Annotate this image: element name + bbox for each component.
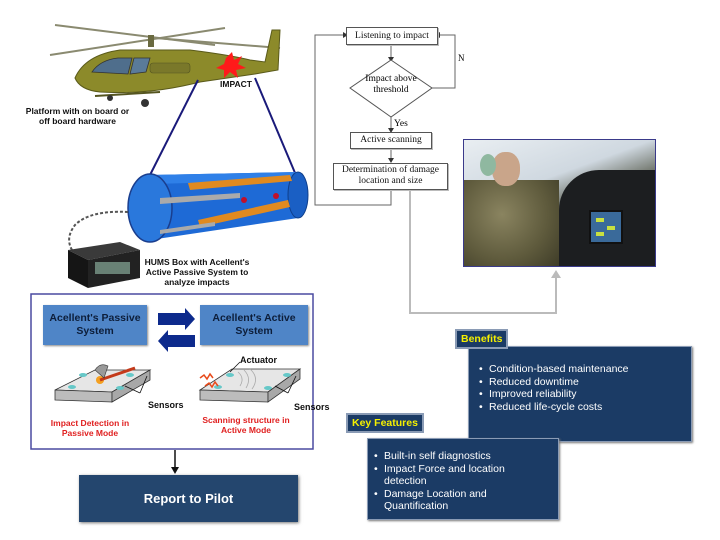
benefit-item: Reduced downtime [479,376,691,389]
key-feature-item: Built-in self diagnostics [374,450,544,463]
benefits-list: Condition-based maintenance Reduced down… [479,363,691,413]
report-to-pilot-box: Report to Pilot [79,475,298,522]
passive-mode-caption: Impact Detection in Passive Mode [50,418,130,439]
pilot-cockpit-photo [463,139,656,267]
flow-decision-text: Impact above threshold [365,74,417,95]
actuator-label: Actuator [240,355,278,365]
key-feature-item: Impact Force and location detection [374,463,544,488]
pilot-head [492,152,520,186]
cockpit-display [589,210,623,244]
active-system-box: Acellent's Active System [200,305,308,345]
active-plate-illustration [198,361,302,403]
pilot-body [464,180,559,266]
key-features-panel: Built-in self diagnostics Impact Force a… [367,438,559,520]
active-mode-caption: Scanning structure in Active Mode [202,415,290,436]
structure-cylinder-illustration [127,171,309,243]
benefit-item: Improved reliability [479,388,691,401]
flow-yes-label: Yes [394,119,408,129]
passive-plate-illustration [54,364,152,403]
impact-label: IMPACT [220,79,252,89]
benefits-panel: Condition-based maintenance Reduced down… [468,346,692,442]
hums-box-illustration [68,242,140,288]
key-feature-item: Damage Location and Quantification [374,488,544,513]
key-features-title-tag: Key Features [346,413,424,433]
hums-label: HUMS Box with Acellent's Active Passive … [144,257,250,287]
platform-label: Platform with on board or off board hard… [25,106,130,126]
helicopter-illustration [49,24,281,107]
benefit-item: Condition-based maintenance [479,363,691,376]
sensors-label-active: Sensors [294,402,330,412]
flow-to-photo-connector [409,191,557,314]
key-features-list: Built-in self diagnostics Impact Force a… [374,450,544,513]
benefit-item: Reduced life-cycle costs [479,401,691,414]
exchange-arrows [158,308,195,352]
flow-determination-box: Determination of damage location and siz… [333,163,448,190]
benefits-title-tag: Benefits [455,329,509,349]
headset-icon [480,154,496,176]
decision-diamond [349,59,433,118]
systems-frame [30,293,314,450]
sensors-label-passive: Sensors [148,400,184,410]
flow-active-scanning-box: Active scanning [350,132,432,149]
flow-listening-box: Listening to impact [346,27,438,45]
passive-system-box: Acellent's Passive System [43,305,147,345]
flow-no-label: N [458,53,465,63]
